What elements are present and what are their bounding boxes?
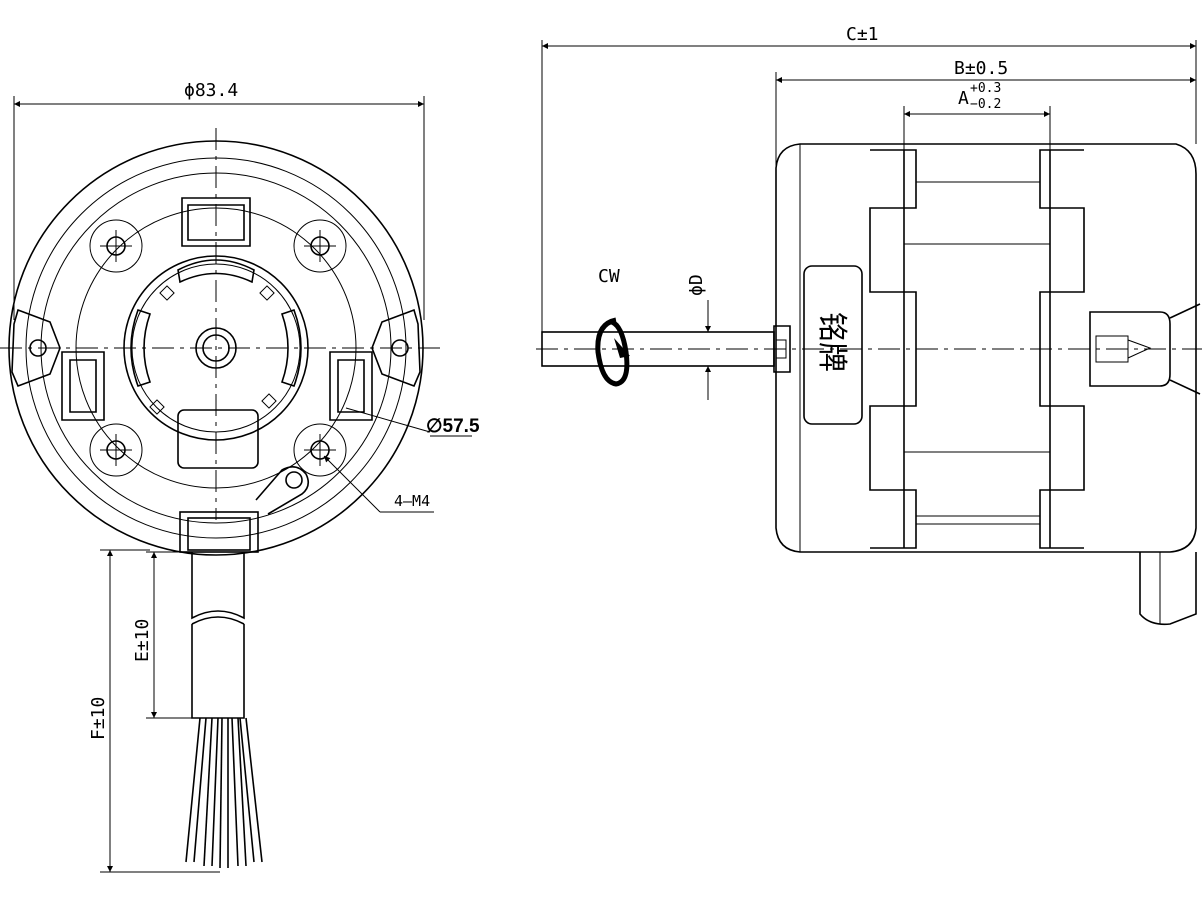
cw-rotation-arrow: [595, 317, 630, 387]
cable-exit-outer: [179, 511, 259, 553]
dim-e-label: E±10: [132, 619, 153, 662]
cable-jacket-break: [191, 616, 245, 625]
dim-57-label: ∅57.5: [426, 416, 480, 437]
motor-body-outline: [775, 143, 1197, 553]
shaft-hole-outer: [195, 327, 237, 369]
cable-jacket-lower: [191, 624, 245, 719]
dim-a-tol-upper: +0.3: [970, 81, 1001, 96]
right-lead-tube: [1139, 552, 1197, 626]
left-ear: [11, 308, 61, 388]
dim-m4-leader: [323, 455, 381, 513]
cw-arrowhead: [614, 338, 630, 358]
front-view: ϕ83.4 ∅57.5 4–M4 E±10 F±10: [0, 80, 480, 873]
right-connector: [1089, 311, 1171, 387]
bottom-connector: [177, 409, 259, 469]
shaft-hole-inner: [202, 334, 230, 362]
nameplate-label: 铭牌: [814, 312, 849, 372]
right-slot: [329, 351, 373, 421]
left-ear-hole: [29, 339, 47, 357]
boss-tab-4: [261, 393, 277, 409]
dim-b-label: B±0.5: [954, 58, 1008, 79]
mount-hole-bl: [89, 423, 143, 477]
shaft-collar: [773, 325, 791, 373]
dim-57-leader: [345, 407, 431, 433]
side-view: 铭牌 CW ϕD C±1 B±0.5 A: [536, 24, 1202, 626]
cable-arm: [255, 466, 310, 515]
right-ear-side: [1169, 303, 1201, 395]
dim-m4-label: 4–M4: [394, 492, 430, 510]
cable-leads: [185, 717, 263, 869]
upper-arc-slot: [177, 259, 255, 284]
center-boss-inner: [131, 263, 301, 433]
dim-a-label: A: [958, 88, 969, 109]
right-ear: [371, 308, 421, 388]
boss-tab-1: [159, 285, 175, 301]
boss-tab-2: [259, 285, 275, 301]
dim-phi83-label: ϕ83.4: [184, 80, 238, 101]
cable-jacket-upper: [191, 552, 245, 620]
cable-arm-hole: [285, 471, 303, 489]
right-connector-inner: [1095, 335, 1152, 363]
right-ear-hole: [391, 339, 409, 357]
cw-label: CW: [598, 266, 620, 287]
mount-hole-tr: [293, 219, 347, 273]
nameplate: [803, 265, 863, 425]
left-arc-slot: [130, 308, 152, 388]
right-arc-slot: [280, 308, 302, 388]
left-slot: [61, 351, 105, 421]
center-boss-outer: [123, 255, 309, 441]
dim-f-label: F±10: [88, 697, 109, 740]
dim-d-label: ϕD: [686, 274, 707, 296]
boss-tab-3: [149, 399, 165, 415]
mount-hole-br: [293, 423, 347, 477]
dim-a-tol-lower: −0.2: [970, 97, 1001, 112]
cable-exit-inner: [187, 517, 251, 551]
dim-c-label: C±1: [846, 24, 879, 45]
mount-hole-tl: [89, 219, 143, 273]
top-slot: [181, 197, 251, 247]
